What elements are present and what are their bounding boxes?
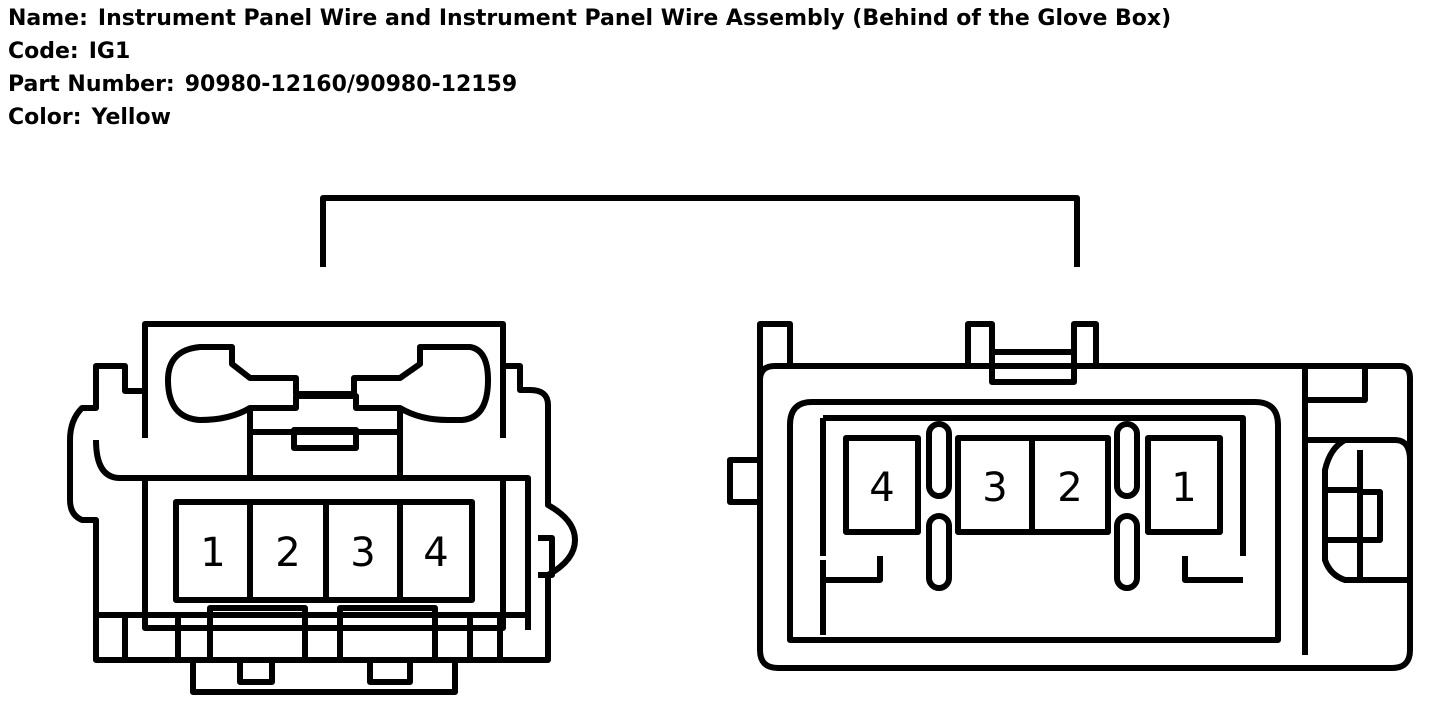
left-connector-ribs [96, 612, 528, 660]
left-connector-pin-labels: 1 2 3 4 [200, 530, 448, 576]
left-connector-latch [165, 344, 491, 423]
right-connector-key-2 [926, 513, 952, 591]
left-connector-hood [142, 321, 506, 438]
right-connector-inner-shell [787, 399, 1281, 643]
code-label: Code: [8, 39, 79, 64]
right-connector-side-lock [1302, 366, 1413, 655]
left-connector-bottom-foot [190, 660, 458, 695]
color-value: Yellow [91, 105, 171, 130]
left-connector [67, 321, 578, 695]
right-connector-pin-block-3 [1145, 435, 1223, 535]
right-connector-pin-labels: 4 3 2 1 [869, 465, 1196, 511]
code-value: IG1 [88, 39, 131, 64]
right-connector-top-latch [965, 321, 1099, 385]
part-number-value: 90980-12160/90980-12159 [184, 72, 518, 97]
right-pin-label: 2 [1057, 465, 1082, 511]
color-line: Color: Yellow [8, 101, 1171, 134]
connector-info: Name: Instrument Panel Wire and Instrumen… [8, 2, 1171, 134]
right-connector-cavity-frame [820, 415, 1246, 635]
left-pin-label: 1 [200, 530, 225, 576]
part-number-line: Part Number: 90980-12160/90980-12159 [8, 68, 1171, 101]
left-pin-label: 4 [423, 530, 448, 576]
left-connector-bottom-lock-1 [207, 605, 308, 663]
right-connector-pin-block-2 [955, 435, 1111, 535]
right-pin-label: 1 [1171, 465, 1196, 511]
left-connector-pin-dividers [247, 502, 403, 600]
right-connector-outer-body [757, 363, 1413, 671]
left-connector-pin-frame [173, 499, 475, 603]
name-line: Name: Instrument Panel Wire and Instrumen… [8, 2, 1171, 35]
right-connector-pin-block-1 [843, 435, 921, 535]
left-connector-latch-neck [247, 410, 403, 478]
right-connector-left-ear [727, 457, 760, 505]
color-label: Color: [8, 105, 82, 130]
right-connector-key-1 [926, 421, 952, 499]
left-pin-label: 3 [350, 530, 375, 576]
mating-bracket [320, 195, 1080, 267]
left-connector-side-tab [538, 535, 555, 578]
code-line: Code: IG1 [8, 35, 1171, 68]
left-pin-label: 2 [275, 530, 300, 576]
right-pin-label: 3 [982, 465, 1007, 511]
right-pin-label: 4 [869, 465, 894, 511]
left-connector-bottom-lock-2 [337, 605, 438, 663]
name-value: Instrument Panel Wire and Instrument Pan… [97, 6, 1172, 31]
name-label: Name: [8, 6, 88, 31]
right-connector-top-left-post [757, 321, 793, 382]
part-number-label: Part Number: [8, 72, 175, 97]
right-connector-key-3 [1114, 421, 1140, 499]
right-connector [727, 321, 1413, 671]
right-connector-key-4 [1114, 513, 1140, 591]
left-connector-inner-shell [93, 439, 531, 630]
